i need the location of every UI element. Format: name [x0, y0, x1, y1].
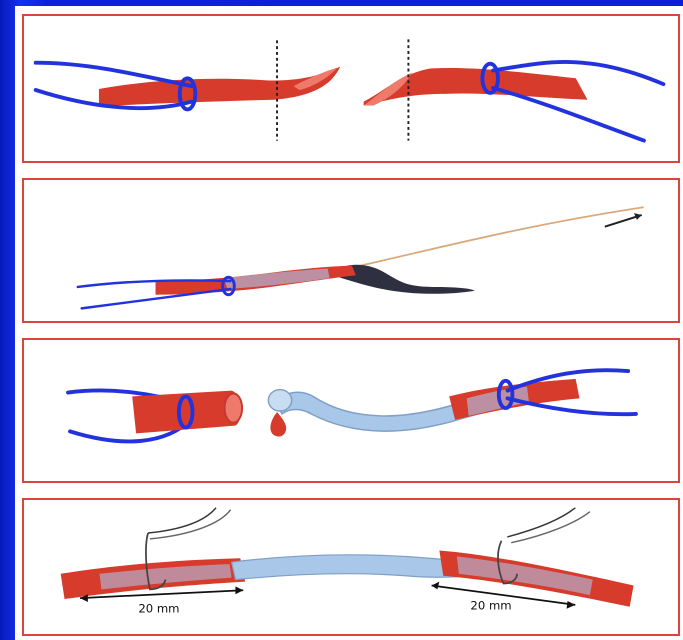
- wire: [352, 207, 644, 267]
- left-suture-upper: [36, 63, 192, 86]
- graft-bridge: [232, 555, 473, 580]
- panel-2-illustration: [24, 180, 678, 321]
- left-suture-strand-1: [148, 508, 216, 533]
- right-suture-strand-2: [511, 512, 590, 543]
- panel-step-2: [22, 178, 680, 323]
- left-measure-arrow-end: [235, 586, 243, 594]
- panel-step-4: 20 mm 20 mm: [22, 498, 680, 636]
- panel-step-3: [22, 338, 680, 483]
- panel-1-illustration: [24, 16, 678, 161]
- right-length-label: 20 mm: [470, 599, 511, 613]
- right-measure-arrow-end: [567, 601, 576, 609]
- thrombus: [333, 265, 475, 294]
- panel-3-illustration: [24, 340, 678, 481]
- panel-4-illustration: 20 mm 20 mm: [24, 500, 678, 634]
- left-vessel-opening: [225, 393, 243, 422]
- graft-opening: [268, 390, 291, 411]
- left-length-label: 20 mm: [138, 602, 179, 616]
- right-measure-arrow-start: [432, 582, 440, 590]
- right-suture-strand-1: [507, 508, 575, 537]
- right-vessel-inner: [457, 556, 593, 595]
- panel-step-1: [22, 14, 680, 163]
- blood-drop: [270, 412, 286, 437]
